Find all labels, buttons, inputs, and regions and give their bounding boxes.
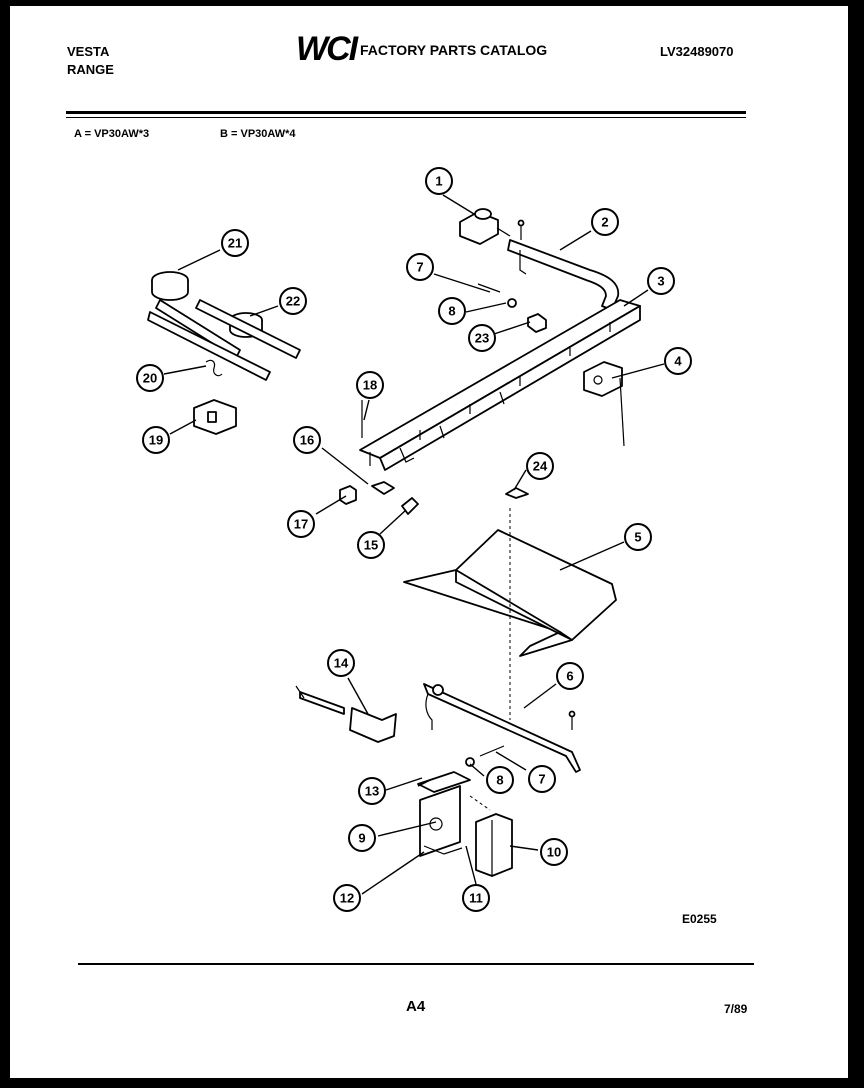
callout-9: 9 (348, 824, 376, 852)
oven-manifold-part (423, 683, 581, 773)
svg-text:22: 22 (286, 294, 300, 309)
callout-23: 23 (468, 324, 496, 352)
svg-text:20: 20 (143, 371, 157, 386)
header-rule-thin (66, 117, 746, 118)
burner-shield-part (403, 508, 617, 720)
svg-text:24: 24 (533, 459, 548, 474)
svg-text:12: 12 (340, 891, 354, 906)
svg-text:5: 5 (634, 530, 641, 545)
callout-15: 15 (357, 531, 385, 559)
callout-2: 2 (591, 208, 619, 236)
burner-bracket-part (193, 399, 237, 435)
wci-logo: WCI (296, 30, 358, 68)
figure-code: E0255 (682, 912, 717, 926)
svg-text:3: 3 (657, 274, 664, 289)
model-b: B = VP30AW*4 (220, 128, 296, 140)
oven-igniter-part (295, 685, 397, 743)
callout-6: 6 (556, 662, 584, 690)
callout-21: 21 (221, 229, 249, 257)
callout-4: 4 (664, 347, 692, 375)
manifold-bracket-part (359, 299, 641, 471)
callout-17: 17 (287, 510, 315, 538)
callout-11: 11 (462, 884, 490, 912)
svg-text:8: 8 (496, 773, 503, 788)
svg-text:14: 14 (334, 656, 349, 671)
ignition-switch-part (583, 361, 625, 447)
valve-bracket-part (417, 771, 491, 857)
callout-12: 12 (333, 884, 361, 912)
gas-valve-part (459, 208, 511, 245)
manifold-pipe-part (507, 219, 620, 311)
svg-text:7: 7 (538, 772, 545, 787)
callout-18: 18 (356, 371, 384, 399)
header-rule-thick (66, 111, 746, 114)
callout-7-lower: 7 (528, 765, 556, 793)
product-type: RANGE (67, 62, 114, 77)
catalog-title: FACTORY PARTS CATALOG (360, 42, 548, 58)
callout-7: 7 (406, 253, 434, 281)
svg-text:18: 18 (363, 378, 377, 393)
svg-text:17: 17 (294, 517, 308, 532)
page-number: A4 (406, 998, 426, 1015)
svg-text:4: 4 (674, 354, 682, 369)
callout-20: 20 (136, 364, 164, 392)
callout-22: 22 (279, 287, 307, 315)
catalog-number: LV32489070 (660, 44, 734, 59)
svg-text:2: 2 (601, 215, 608, 230)
callout-5: 5 (624, 523, 652, 551)
callout-24: 24 (526, 452, 554, 480)
callout-8: 8 (438, 297, 466, 325)
svg-text:19: 19 (149, 433, 163, 448)
callout-3: 3 (647, 267, 675, 295)
callout-16: 16 (293, 426, 321, 454)
callout-13: 13 (358, 777, 386, 805)
svg-text:1: 1 (435, 174, 442, 189)
footer-rule (78, 963, 754, 965)
spring-clip-part (205, 359, 223, 377)
callout-14: 14 (327, 649, 355, 677)
svg-text:7: 7 (416, 260, 423, 275)
svg-text:16: 16 (300, 433, 314, 448)
callout-19: 19 (142, 426, 170, 454)
svg-text:8: 8 (448, 304, 455, 319)
catalog-date: 7/89 (724, 1002, 748, 1016)
svg-text:13: 13 (365, 784, 379, 799)
model-a: A = VP30AW*3 (74, 128, 150, 140)
svg-text:23: 23 (475, 331, 489, 346)
valve-cover-part (475, 813, 513, 877)
svg-text:6: 6 (566, 669, 573, 684)
leader-lines (163, 194, 665, 895)
svg-text:9: 9 (358, 831, 365, 846)
svg-text:15: 15 (364, 538, 378, 553)
top-burner-assembly-part (147, 271, 301, 381)
svg-text:11: 11 (469, 891, 483, 906)
callout-8-lower: 8 (486, 766, 514, 794)
brand-name: VESTA (67, 44, 110, 59)
svg-text:21: 21 (228, 236, 242, 251)
callout-10: 10 (540, 838, 568, 866)
svg-text:10: 10 (547, 845, 561, 860)
callout-1: 1 (425, 167, 453, 195)
